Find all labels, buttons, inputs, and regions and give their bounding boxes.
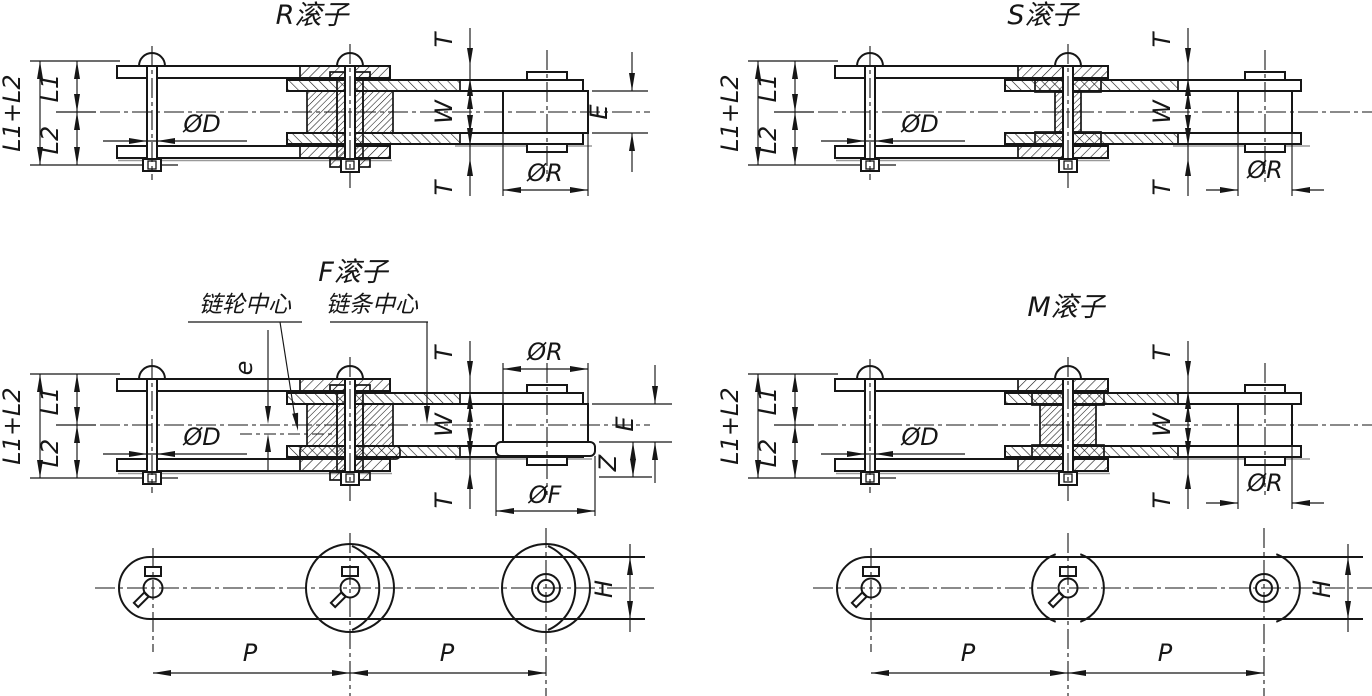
- label-labels-t: T: [430, 343, 458, 360]
- label-labels-l2: L2: [36, 439, 64, 468]
- label-labels-t: T: [1148, 178, 1176, 195]
- label-panels-s-title: S滚子: [1007, 0, 1080, 31]
- label-labels-p: P: [243, 639, 258, 667]
- label-labels-z: Z: [594, 454, 622, 472]
- label-panels-r-title: R滚子: [276, 0, 351, 31]
- label-labels-l1l2: L1+L2: [716, 74, 744, 151]
- label-labels-dia_d: ØD: [182, 110, 220, 138]
- label-labels-w: W: [1148, 99, 1176, 124]
- label-labels-t: T: [430, 30, 458, 47]
- label-labels-t: T: [1148, 343, 1176, 360]
- label-labels-e_cap: E: [611, 416, 639, 432]
- label-labels-w: W: [430, 99, 458, 124]
- label-labels-p: P: [961, 639, 976, 667]
- label-labels-h: H: [1308, 580, 1336, 598]
- label-labels-dia_r: ØR: [526, 338, 563, 366]
- label-labels-w: W: [1148, 412, 1176, 437]
- label-labels-l2: L2: [754, 439, 782, 468]
- label-labels-w: W: [430, 412, 458, 437]
- label-labels-l1l2: L1+L2: [0, 74, 26, 151]
- label-labels-l1l2: L1+L2: [0, 387, 26, 464]
- label-labels-l2: L2: [754, 126, 782, 155]
- label-labels-l1l2: L1+L2: [716, 387, 744, 464]
- label-labels-dia_d: ØD: [182, 423, 220, 451]
- label-labels-l1: L1: [36, 387, 64, 416]
- label-labels-h: H: [590, 580, 618, 598]
- label-labels-l1: L1: [754, 74, 782, 103]
- label-labels-t: T: [430, 491, 458, 508]
- label-labels-dia_r: ØR: [526, 159, 563, 187]
- label-labels-l1: L1: [754, 387, 782, 416]
- label-labels-l2: L2: [36, 126, 64, 155]
- label-labels-l1: L1: [36, 74, 64, 103]
- label-labels-dia_d: ØD: [900, 423, 938, 451]
- label-labels-t: T: [430, 178, 458, 195]
- label-panels-f-callout_sprocket: 链轮中心: [199, 292, 292, 318]
- label-panels-m-title: M滚子: [1027, 292, 1106, 323]
- label-labels-t: T: [1148, 30, 1176, 47]
- label-panels-f-title: F滚子: [318, 257, 390, 288]
- label-panels-f-callout_chain: 链条中心: [326, 292, 419, 318]
- label-labels-p: P: [1158, 639, 1173, 667]
- label-labels-t: T: [1148, 491, 1176, 508]
- label-labels-dia_d: ØD: [900, 110, 938, 138]
- label-labels-p: P: [440, 639, 455, 667]
- label-labels-dia_f: ØF: [528, 481, 563, 509]
- label-labels-e_offset: e: [230, 361, 258, 376]
